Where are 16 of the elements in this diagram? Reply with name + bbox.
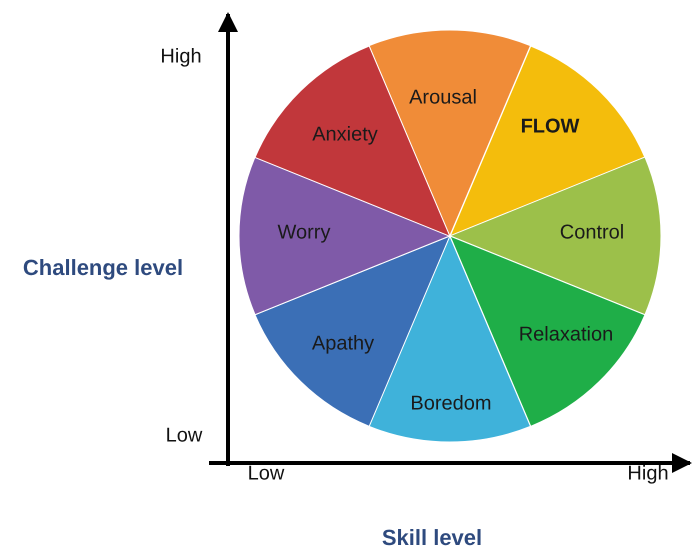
pie-slice [450, 157, 661, 315]
axis-tick-label: High [627, 462, 669, 486]
slice-label: Control [560, 221, 624, 244]
axis-title: Skill level [382, 525, 482, 550]
pie-slice [239, 157, 450, 315]
axis-tick-label: High [160, 46, 202, 68]
slice-label: Worry [278, 221, 330, 244]
slice-label: Boredom [410, 392, 492, 416]
slice-label: Relaxation [518, 324, 614, 346]
slice-label: Apathy [312, 332, 374, 356]
slice-label: Arousal [409, 86, 477, 110]
slice-label: Anxiety [312, 123, 378, 146]
axis-tick-label: Low [248, 462, 284, 486]
axis-tick-label: Low [166, 424, 202, 448]
axis-title: Challenge level [22, 255, 184, 281]
slice-label: FLOW [520, 115, 580, 138]
